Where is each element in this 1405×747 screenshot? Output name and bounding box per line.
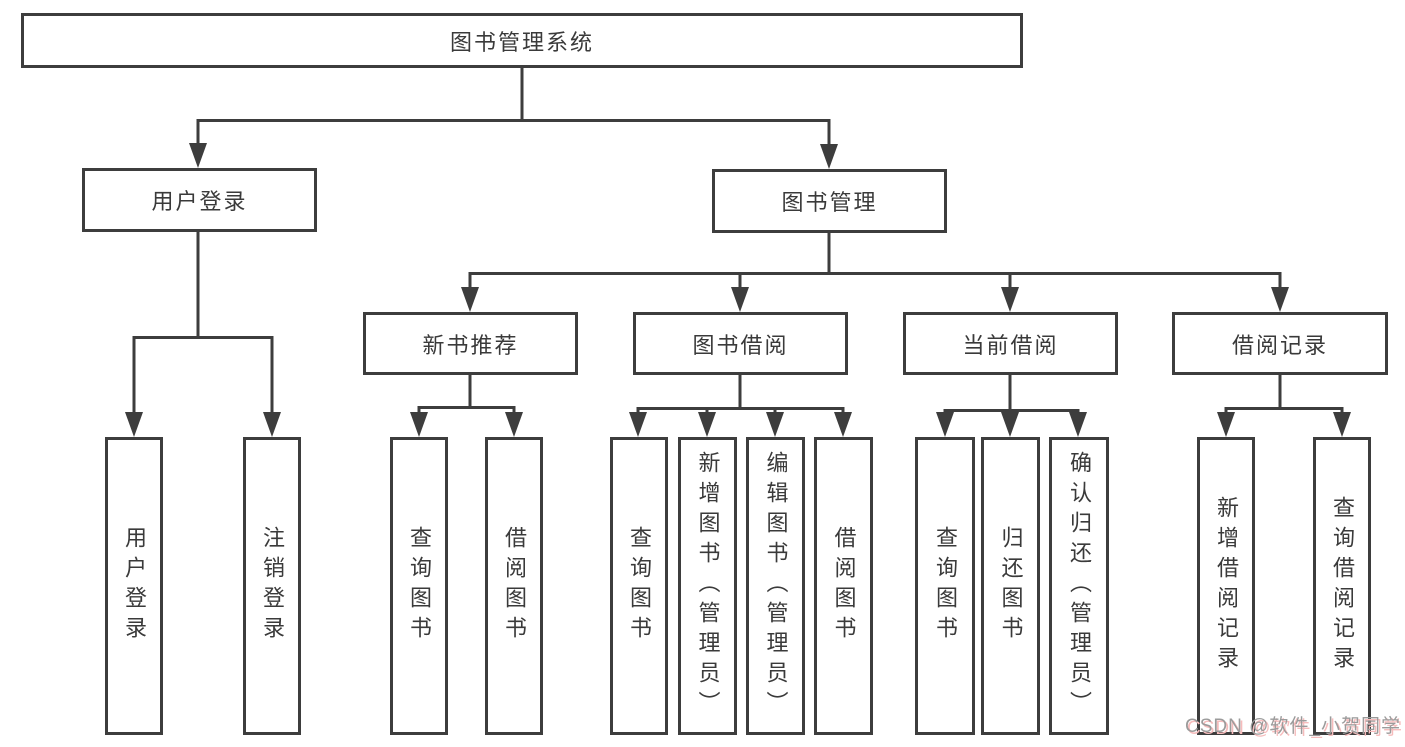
node-root-label: 图书管理系统 <box>449 29 594 55</box>
leaf-return-books: 归还图书 <box>981 437 1040 735</box>
leaf-query-books-1-label: 查询图书 <box>407 526 432 646</box>
connector-root-to-level1 <box>189 68 838 169</box>
leaf-user-login: 用户登录 <box>105 437 163 735</box>
connector-new-book-recommend-children <box>410 375 523 437</box>
connector-book-management-children <box>461 233 1289 312</box>
connector-borrowing-records-children <box>1217 375 1351 437</box>
node-user-login: 用户登录 <box>82 168 317 232</box>
node-new-book-recommend: 新书推荐 <box>363 312 578 375</box>
leaf-edit-books-admin-label: 编辑图书（管理员） <box>763 451 789 721</box>
node-book-borrowing-label: 图书借阅 <box>692 332 789 358</box>
leaf-user-login-label: 用户登录 <box>122 526 147 646</box>
node-borrowing-records-label: 借阅记录 <box>1231 332 1328 358</box>
leaf-add-borrow-record-label: 新增借阅记录 <box>1214 496 1239 676</box>
node-current-borrowing-label: 当前借阅 <box>962 332 1059 358</box>
leaf-confirm-return-admin: 确认归还（管理员） <box>1049 437 1109 735</box>
leaf-add-books-admin: 新增图书（管理员） <box>678 437 737 735</box>
leaf-add-books-admin-label: 新增图书（管理员） <box>695 451 721 721</box>
connector-user-login-children <box>125 232 281 437</box>
node-book-management-label: 图书管理 <box>781 190 878 215</box>
node-book-management: 图书管理 <box>712 169 947 233</box>
leaf-borrow-books-2: 借阅图书 <box>814 437 873 735</box>
leaf-borrow-books-1-label: 借阅图书 <box>502 526 527 646</box>
leaf-borrow-books-1: 借阅图书 <box>485 437 543 735</box>
connector-current-borrowing-children <box>936 375 1087 437</box>
leaf-query-borrow-record: 查询借阅记录 <box>1313 437 1371 735</box>
leaf-query-books-3-label: 查询图书 <box>933 526 958 646</box>
node-new-book-recommend-label: 新书推荐 <box>422 332 519 358</box>
leaf-add-borrow-record: 新增借阅记录 <box>1197 437 1255 735</box>
leaf-query-books-3: 查询图书 <box>915 437 975 735</box>
leaf-return-books-label: 归还图书 <box>998 526 1024 646</box>
node-borrowing-records: 借阅记录 <box>1172 312 1388 375</box>
leaf-query-books-2-label: 查询图书 <box>627 526 652 646</box>
leaf-borrow-books-2-label: 借阅图书 <box>831 526 857 646</box>
leaf-logout-label: 注销登录 <box>260 526 285 646</box>
node-book-borrowing: 图书借阅 <box>633 312 848 375</box>
watermark: CSDN @软件_小贺同学 <box>1185 716 1401 737</box>
leaf-edit-books-admin: 编辑图书（管理员） <box>746 437 805 735</box>
leaf-query-books-2: 查询图书 <box>610 437 668 735</box>
node-root-system: 图书管理系统 <box>21 13 1023 68</box>
connector-book-borrowing-children <box>629 375 852 437</box>
node-user-login-label: 用户登录 <box>151 189 248 214</box>
leaf-logout: 注销登录 <box>243 437 301 735</box>
leaf-confirm-return-admin-label: 确认归还（管理员） <box>1067 451 1092 721</box>
leaf-query-borrow-record-label: 查询借阅记录 <box>1330 496 1355 676</box>
node-current-borrowing: 当前借阅 <box>903 312 1118 375</box>
leaf-query-books-1: 查询图书 <box>390 437 448 735</box>
